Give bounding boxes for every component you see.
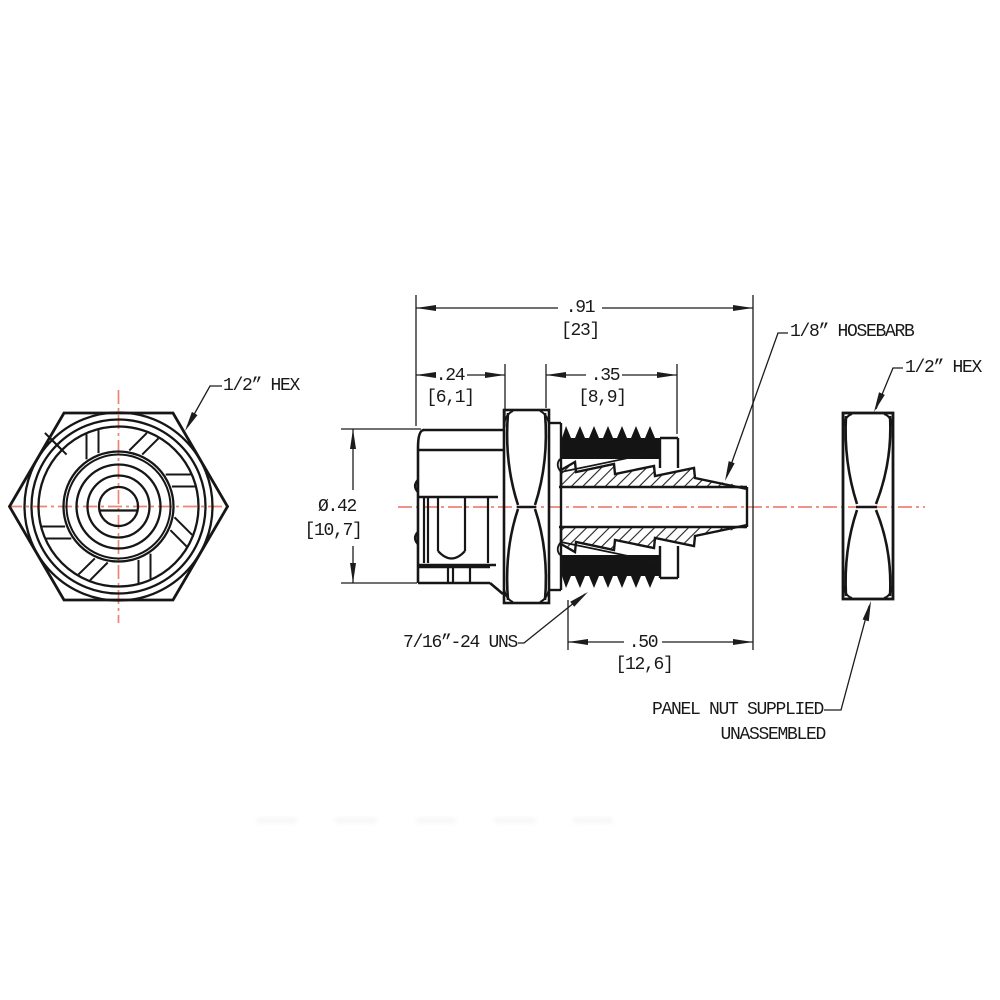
watermark-smudge: [257, 818, 297, 823]
panel-nut-view: [841, 411, 895, 601]
label-panel-nut-line1: PANEL NUT SUPPLIED: [651, 700, 824, 720]
knurl-marks: [42, 430, 195, 583]
fitting-hex: [502, 408, 551, 605]
fitting-body-slots: [422, 497, 490, 583]
dim-thread-length-mm: [8,9]: [578, 388, 627, 408]
dim-barb-length-mm: [12,6]: [615, 655, 673, 675]
dimension-arrowheads: [350, 305, 753, 645]
dim-thread-length-in: .35: [590, 366, 621, 386]
fitting-body: [413, 428, 504, 595]
watermark-smudge: [573, 818, 613, 823]
watermark-smudge: [416, 818, 456, 823]
watermark-smudge: [494, 818, 536, 823]
side-view-fitting: [413, 408, 749, 605]
dim-barb-length-in: .50: [628, 633, 659, 653]
dim-body-length-in: .24: [435, 366, 466, 386]
label-thread-spec: 7/16”-24 UNS: [403, 633, 518, 653]
dim-body-diameter-mm: [10,7]: [304, 521, 362, 541]
dim-body-length-mm: [6,1]: [426, 388, 475, 408]
hosebarb-section: [559, 460, 749, 554]
dim-overall-length-in: .91: [565, 298, 596, 318]
centerlines: [8, 390, 925, 623]
label-hex-left: 1/2” HEX: [223, 376, 300, 396]
label-hosebarb: 1/8” HOSEBARB: [790, 322, 915, 342]
label-panel-nut-line2: UNASSEMBLED: [720, 725, 826, 745]
leader-arrowheads: [185, 392, 885, 622]
dim-body-diameter-in: Ø.42: [317, 497, 357, 517]
watermark-smudge: [335, 818, 377, 823]
label-hex-right: 1/2” HEX: [905, 358, 982, 378]
dim-overall-length-mm: [23]: [560, 321, 600, 341]
threads: [562, 426, 659, 588]
thread-flange: [658, 436, 680, 580]
front-view-hex: [7, 411, 230, 602]
fitting-shoulder: [549, 421, 563, 592]
